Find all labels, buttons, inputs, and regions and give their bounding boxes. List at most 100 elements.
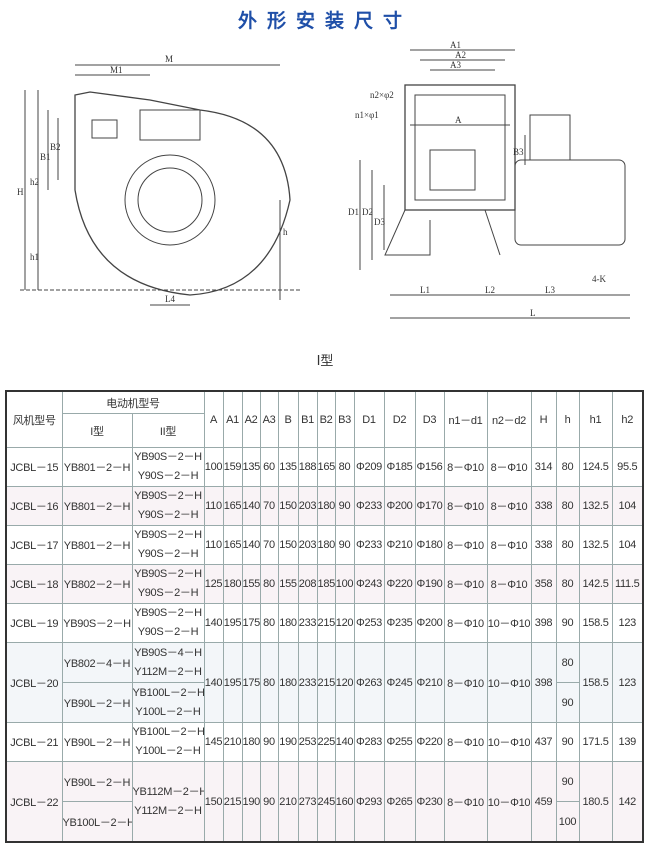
side-view — [20, 64, 300, 306]
value-cell: 180 — [316, 486, 336, 526]
motor-model: YB90S－2－H — [134, 490, 202, 502]
value-cell: 8－Φ10 — [486, 564, 532, 604]
motor-type-i-cell: YB90L－2－H — [61, 761, 133, 802]
svg-text:L1: L1 — [420, 285, 430, 295]
value-cell: 437 — [530, 722, 557, 762]
h-cell: 90 — [555, 761, 580, 802]
header-8: D1 — [353, 390, 385, 448]
svg-text:D3: D3 — [374, 217, 385, 227]
value-cell: 273 — [297, 761, 318, 843]
value-cell: Φ209 — [353, 447, 385, 487]
value-cell: 142 — [611, 761, 644, 843]
svg-text:M: M — [165, 54, 173, 64]
value-cell: 233 — [297, 642, 318, 723]
header-10: D3 — [414, 390, 445, 448]
value-cell: 233 — [297, 603, 318, 643]
value-cell: 8－Φ10 — [486, 447, 532, 487]
value-cell: 398 — [530, 603, 557, 643]
value-cell: 215 — [316, 642, 336, 723]
svg-text:B3: B3 — [513, 147, 524, 157]
value-cell: 215 — [222, 761, 243, 843]
motor-type-i-cell: YB90L－2－H — [61, 682, 133, 723]
svg-text:L4: L4 — [165, 294, 175, 304]
value-cell: 124.5 — [578, 447, 613, 487]
value-cell: 120 — [334, 603, 355, 643]
value-cell: 140 — [241, 525, 261, 565]
value-cell: Φ200 — [414, 603, 445, 643]
svg-text:B1: B1 — [40, 152, 51, 162]
front-view — [359, 49, 630, 319]
header-6: B2 — [316, 390, 336, 448]
svg-text:D2: D2 — [362, 207, 373, 217]
value-cell: 150 — [203, 761, 224, 843]
header-motor-model: 电动机型号 — [61, 390, 205, 414]
motor-type-i-cell: YB802－4－H — [61, 642, 133, 683]
value-cell: Φ170 — [414, 486, 445, 526]
value-cell: 160 — [334, 761, 355, 843]
motor-model: YB100L－2－H — [132, 686, 204, 699]
motor-type-i-cell: YB801－2－H — [61, 525, 133, 565]
motor-type-i-cell: YB100L－2－H — [61, 801, 133, 843]
value-cell: 8－Φ10 — [443, 603, 488, 643]
motor-model: Y112M－2－H — [134, 665, 202, 678]
value-cell: 253 — [297, 722, 318, 762]
value-cell: 155 — [241, 564, 261, 604]
value-cell: 123 — [611, 603, 644, 643]
value-cell: 90 — [555, 722, 580, 762]
svg-text:n2×φ2: n2×φ2 — [370, 90, 394, 100]
motor-model: YB90S－2－H — [134, 451, 202, 463]
motor-type-i-cell: YB90S－2－H — [61, 603, 133, 643]
value-cell: 210 — [222, 722, 243, 762]
value-cell: 314 — [530, 447, 557, 487]
header-5: B1 — [297, 390, 318, 448]
value-cell: 104 — [611, 486, 644, 526]
svg-text:A3: A3 — [450, 60, 461, 70]
svg-text:A: A — [455, 115, 462, 125]
svg-text:h1: h1 — [30, 252, 39, 262]
motor-model: Y90S－2－H — [137, 587, 199, 599]
h-cell: 100 — [555, 801, 580, 843]
value-cell: 150 — [277, 486, 299, 526]
value-cell: 180 — [241, 722, 261, 762]
value-cell: 10－Φ10 — [486, 603, 532, 643]
motor-model: YB90S－2－H — [134, 568, 202, 580]
header-2: A2 — [241, 390, 261, 448]
value-cell: 8－Φ10 — [443, 486, 488, 526]
value-cell: 10－Φ10 — [486, 761, 532, 843]
svg-text:B2: B2 — [50, 142, 61, 152]
value-cell: 180 — [316, 525, 336, 565]
motor-model: Y100L－2－H — [135, 745, 201, 757]
value-cell: 142.5 — [578, 564, 613, 604]
value-cell: 104 — [611, 525, 644, 565]
fan-model-cell: JCBL－15 — [5, 447, 63, 487]
value-cell: 8－Φ10 — [443, 761, 488, 843]
value-cell: 95.5 — [611, 447, 644, 487]
value-cell: 80 — [555, 447, 580, 487]
header-13: H — [530, 390, 557, 448]
motor-model: Y112M－2－H — [134, 804, 202, 817]
value-cell: 158.5 — [578, 603, 613, 643]
value-cell: 165 — [316, 447, 336, 487]
header-type-ii: II型 — [131, 413, 205, 448]
svg-text:M1: M1 — [110, 65, 123, 75]
motor-model: YB90S－2－H — [134, 607, 202, 619]
value-cell: 10－Φ10 — [486, 642, 532, 723]
header-14: h — [555, 390, 580, 448]
value-cell: 60 — [259, 447, 279, 487]
value-cell: 139 — [611, 722, 644, 762]
value-cell: 8－Φ10 — [443, 564, 488, 604]
value-cell: 90 — [334, 525, 355, 565]
value-cell: 210 — [277, 761, 299, 843]
value-cell: 110 — [203, 486, 224, 526]
value-cell: 180 — [277, 642, 299, 723]
value-cell: Φ200 — [383, 486, 416, 526]
svg-text:h2: h2 — [30, 177, 39, 187]
